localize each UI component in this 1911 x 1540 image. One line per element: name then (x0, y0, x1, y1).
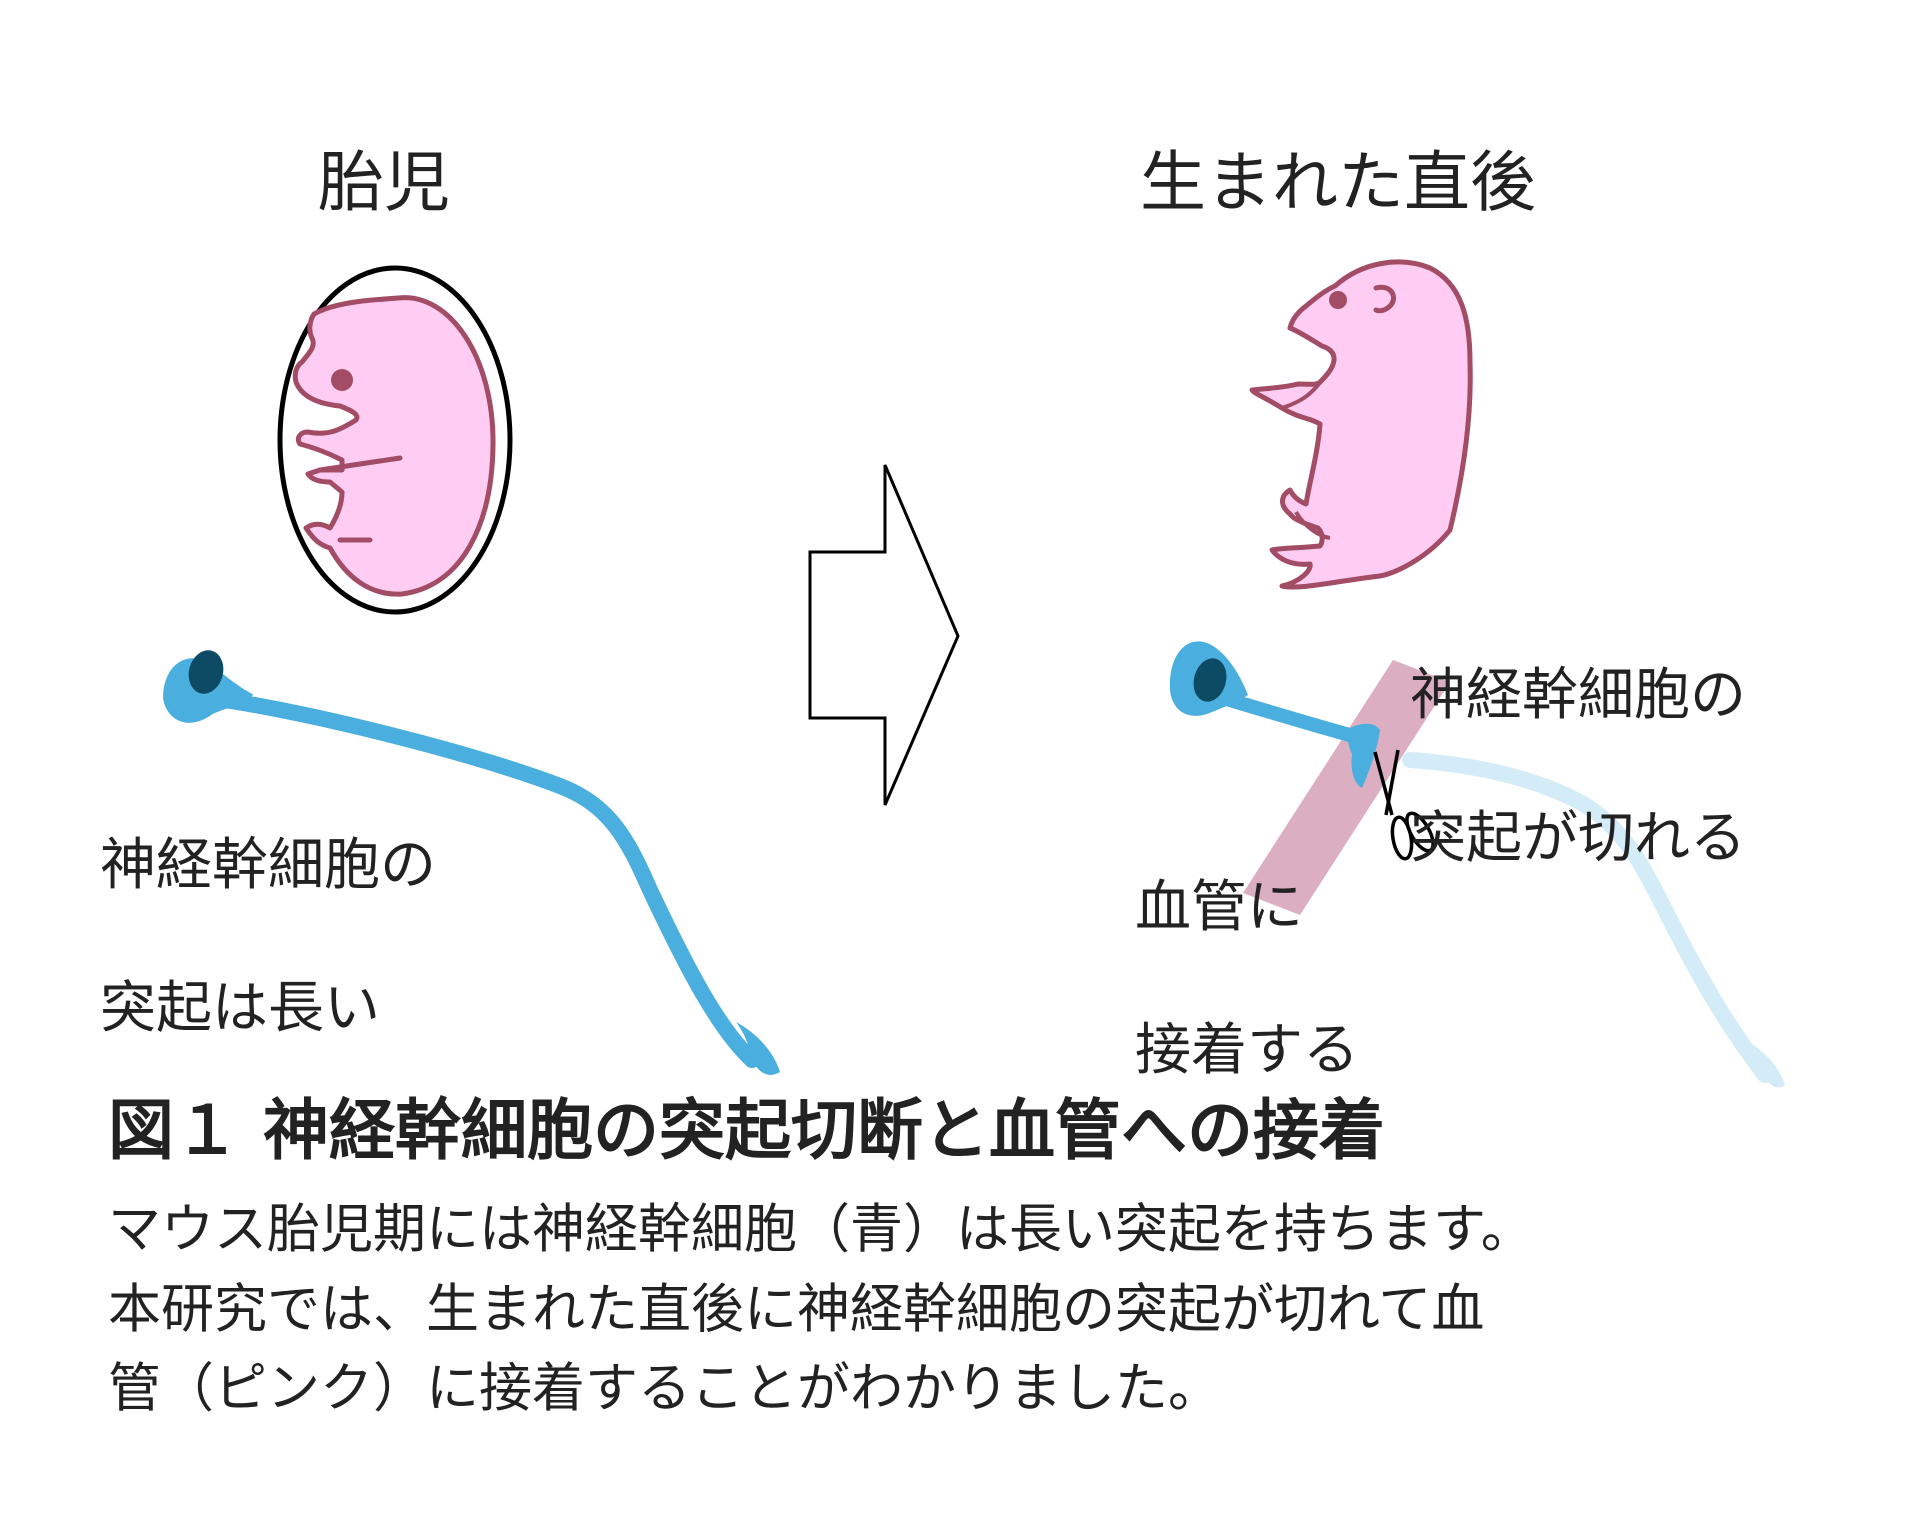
newborn-label: 生まれた直後 (1140, 144, 1536, 221)
fetus-process-line-1: 神経幹細胞の (100, 832, 436, 898)
caption-line-3: 管（ピンク）に接着することがわかりました。 (108, 1358, 1221, 1419)
caption-line-1: マウス胎児期には神経幹細胞（青）は長い突起を持ちます。 (108, 1199, 1534, 1260)
postnatal-neural-stem-cell (1169, 641, 1380, 788)
diagram-artwork (162, 259, 1785, 1088)
vessel-attach-label: 血管に 接着する (1135, 800, 1359, 1158)
detached-process (1402, 752, 1773, 1083)
blood-vessel (1243, 660, 1450, 915)
scissors-icon (1373, 749, 1435, 861)
caption-line-2: 本研究では、生まれた直後に神経幹細胞の突起が切れて血 (108, 1278, 1485, 1340)
fetus-in-amnion-icon (277, 265, 513, 615)
fetus-process-line-2: 突起は長い (100, 976, 380, 1042)
figure-title: 図１ 神経幹細胞の突起切断と血管への接着 (108, 1092, 1385, 1169)
vessel-attach-line-1: 血管に (1135, 874, 1303, 940)
fetal-neural-stem-cell (162, 650, 780, 1075)
process-cut-line-1: 神経幹細胞の (1410, 662, 1746, 728)
vessel-attach-line-2: 接着する (1135, 1018, 1359, 1084)
right-arrow-icon (808, 464, 960, 806)
process-cut-line-2: 突起が切れる (1410, 806, 1746, 872)
fetus-process-label: 神経幹細胞の 突起は長い (100, 758, 436, 1116)
fetus-label: 胎児 (318, 144, 450, 221)
newborn-mouse-icon (1249, 259, 1473, 590)
process-cut-label: 神経幹細胞の 突起が切れる (1410, 588, 1746, 946)
figure-caption: マウス胎児期には神経幹細胞（青）は長い突起を持ちます。 本研究では、生まれた直後… (108, 1190, 1888, 1429)
